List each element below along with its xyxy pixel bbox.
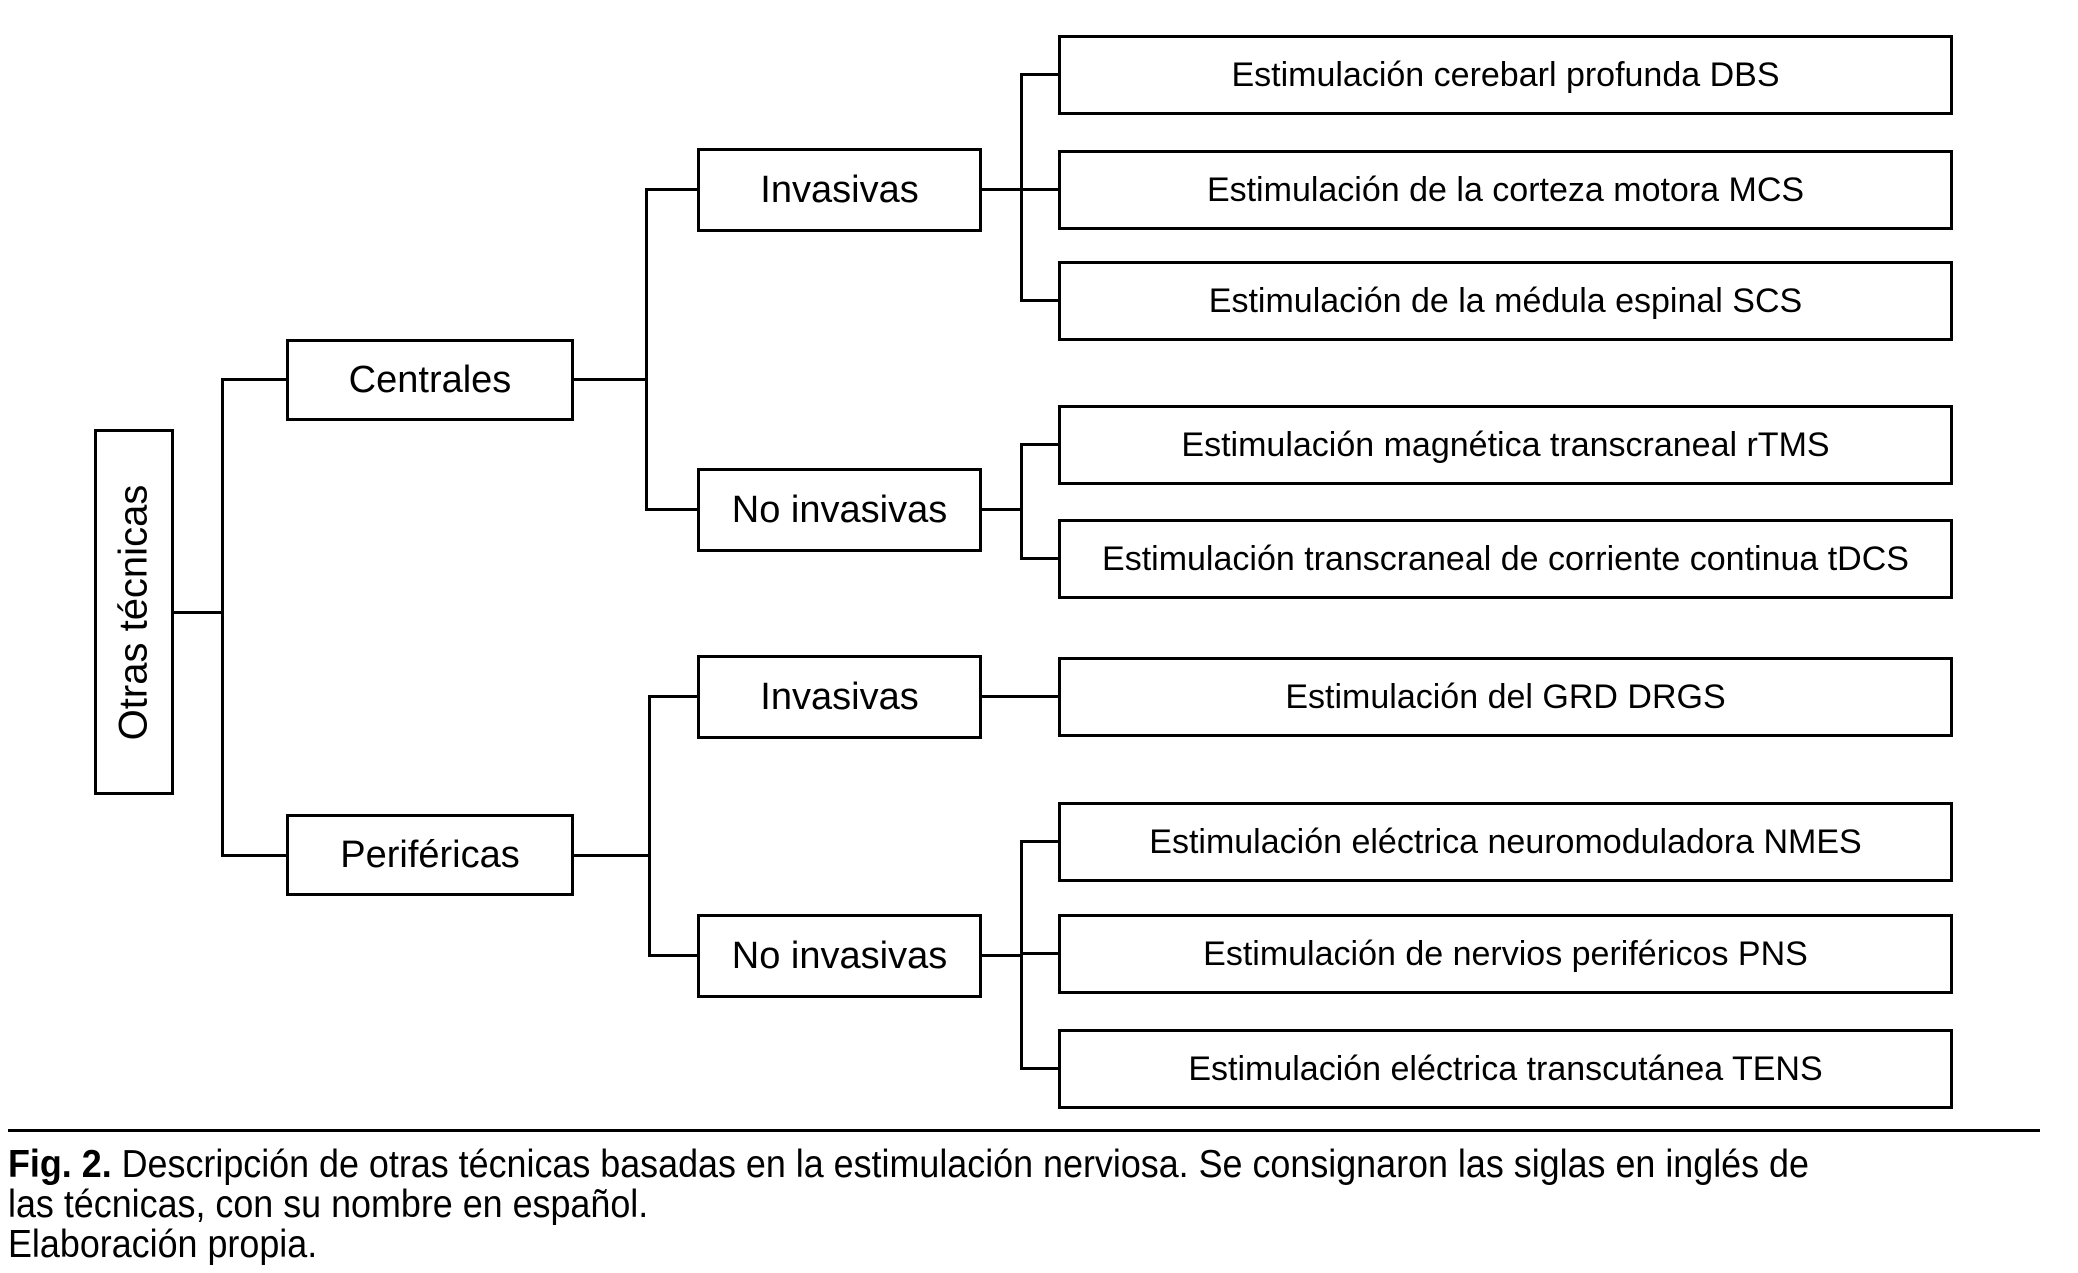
node-centrales: Centrales bbox=[286, 339, 574, 421]
node-technique-pns-label: Estimulación de nervios periféricos PNS bbox=[1203, 934, 1808, 973]
caption-line-3-text: Elaboración propia. bbox=[8, 1223, 318, 1266]
connector-into-centrales bbox=[223, 378, 286, 381]
connector-centrales-no-invasivas-out bbox=[982, 508, 1020, 511]
node-technique-tdcs: Estimulación transcraneal de corriente c… bbox=[1058, 519, 1953, 599]
connector-into-centrales-invasivas bbox=[645, 188, 697, 191]
node-technique-mcs: Estimulación de la corteza motora MCS bbox=[1058, 150, 1953, 230]
caption-line-1: Fig. 2. Descripción de otras técnicas ba… bbox=[8, 1143, 1809, 1187]
node-perifericas-no-invasivas-label: No invasivas bbox=[731, 934, 948, 977]
node-technique-rtms: Estimulación magnética transcraneal rTMS bbox=[1058, 405, 1953, 485]
node-technique-rtms-label: Estimulación magnética transcraneal rTMS bbox=[1181, 425, 1830, 464]
connector-into-tdcs bbox=[1020, 557, 1058, 560]
node-technique-mcs-label: Estimulación de la corteza motora MCS bbox=[1206, 170, 1805, 209]
node-centrales-label: Centrales bbox=[348, 358, 512, 401]
connector-into-tens bbox=[1020, 1067, 1058, 1070]
connector-centrales-no-invasivas-vertical bbox=[1020, 443, 1023, 560]
node-centrales-no-invasivas-label: No invasivas bbox=[731, 488, 948, 531]
node-technique-tens-label: Estimulación eléctrica transcutánea TENS bbox=[1188, 1049, 1823, 1088]
connector-centrales-split-vertical bbox=[645, 188, 648, 511]
node-technique-drgs-label: Estimulación del GRD DRGS bbox=[1285, 677, 1726, 716]
node-technique-tdcs-label: Estimulación transcraneal de corriente c… bbox=[1102, 539, 1909, 578]
node-perifericas-no-invasivas: No invasivas bbox=[697, 914, 982, 998]
connector-centrales-out bbox=[574, 378, 645, 381]
node-perifericas: Periféricas bbox=[286, 814, 574, 896]
connector-root-out bbox=[174, 611, 223, 614]
caption-line-2: las técnicas, con su nombre en español. bbox=[8, 1183, 648, 1227]
node-technique-scs: Estimulación de la médula espinal SCS bbox=[1058, 261, 1953, 341]
connector-into-perifericas bbox=[223, 854, 286, 857]
connector-into-nmes bbox=[1020, 840, 1058, 843]
node-perifericas-label: Periféricas bbox=[340, 833, 520, 876]
connector-into-mcs bbox=[1020, 188, 1058, 191]
connector-into-perifericas-no-invasivas bbox=[648, 954, 697, 957]
caption-figure-label: Fig. 2. bbox=[8, 1143, 112, 1186]
node-centrales-invasivas-label: Invasivas bbox=[760, 168, 919, 211]
connector-into-centrales-no-invasivas bbox=[645, 508, 697, 511]
connector-perifericas-split-vertical bbox=[648, 695, 651, 957]
node-otras-tecnicas: Otras técnicas bbox=[94, 429, 174, 795]
connector-root-split-vertical bbox=[221, 378, 224, 857]
caption-line-1-text: Descripción de otras técnicas basadas en… bbox=[121, 1143, 1809, 1186]
connector-perifericas-no-invasivas-out bbox=[982, 954, 1020, 957]
node-perifericas-invasivas-label: Invasivas bbox=[760, 675, 919, 718]
node-technique-pns: Estimulación de nervios periféricos PNS bbox=[1058, 914, 1953, 994]
node-otras-tecnicas-label: Otras técnicas bbox=[111, 484, 156, 740]
connector-into-scs bbox=[1020, 299, 1058, 302]
node-technique-dbs-label: Estimulación cerebarl profunda DBS bbox=[1231, 55, 1780, 94]
connector-centrales-invasivas-vertical bbox=[1020, 73, 1023, 302]
connector-into-dbs bbox=[1020, 73, 1058, 76]
connector-centrales-invasivas-out bbox=[982, 188, 1020, 191]
node-perifericas-invasivas: Invasivas bbox=[697, 655, 982, 739]
node-technique-drgs: Estimulación del GRD DRGS bbox=[1058, 657, 1953, 737]
connector-perifericas-no-invasivas-vertical bbox=[1020, 840, 1023, 1070]
connector-into-drgs bbox=[982, 695, 1058, 698]
node-technique-tens: Estimulación eléctrica transcutánea TENS bbox=[1058, 1029, 1953, 1109]
caption-separator-rule bbox=[8, 1129, 2040, 1132]
connector-into-rtms bbox=[1020, 443, 1058, 446]
caption-line-3: Elaboración propia. bbox=[8, 1223, 317, 1267]
node-technique-dbs: Estimulación cerebarl profunda DBS bbox=[1058, 35, 1953, 115]
node-centrales-no-invasivas: No invasivas bbox=[697, 468, 982, 552]
connector-perifericas-out bbox=[574, 854, 648, 857]
node-technique-scs-label: Estimulación de la médula espinal SCS bbox=[1208, 281, 1803, 320]
node-technique-nmes: Estimulación eléctrica neuromoduladora N… bbox=[1058, 802, 1953, 882]
connector-into-pns bbox=[1020, 952, 1058, 955]
node-centrales-invasivas: Invasivas bbox=[697, 148, 982, 232]
node-technique-nmes-label: Estimulación eléctrica neuromoduladora N… bbox=[1149, 822, 1862, 861]
caption-line-2-text: las técnicas, con su nombre en español. bbox=[8, 1183, 649, 1226]
connector-into-perifericas-invasivas bbox=[648, 695, 697, 698]
